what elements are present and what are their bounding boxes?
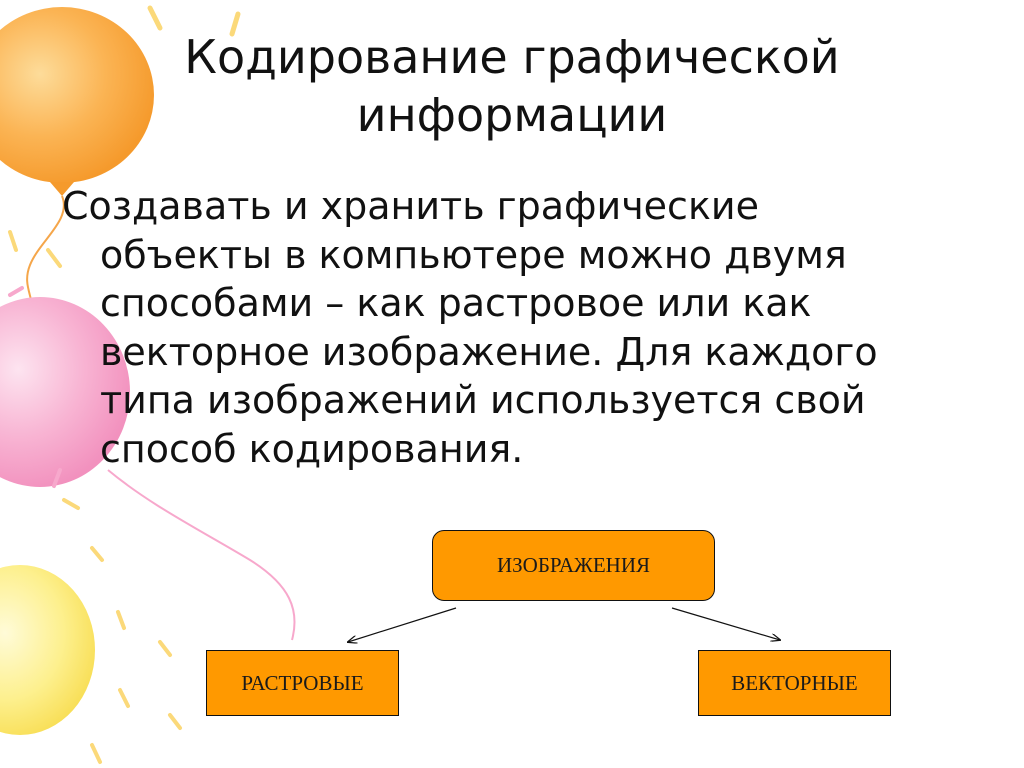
diagram-root-box: ИЗОБРАЖЕНИЯ (432, 530, 715, 601)
body-text-first-line: Создавать и хранить графические (62, 184, 759, 228)
yellow-balloon (0, 565, 95, 735)
confetti-decoration (8, 5, 241, 764)
arrow-to-raster (348, 607, 457, 642)
arrow-to-vector (671, 607, 780, 640)
body-text-continuation: объекты в компьютере можно двумя способа… (100, 232, 878, 471)
slide-body-text: Создавать и хранить графические объекты … (62, 182, 922, 473)
slide-title: Кодирование графической информации (184, 30, 840, 142)
pink-balloon (0, 297, 296, 641)
diagram-vector-box: ВЕКТОРНЫЕ (698, 650, 891, 716)
diagram-raster-box: РАСТРОВЫЕ (206, 650, 399, 716)
